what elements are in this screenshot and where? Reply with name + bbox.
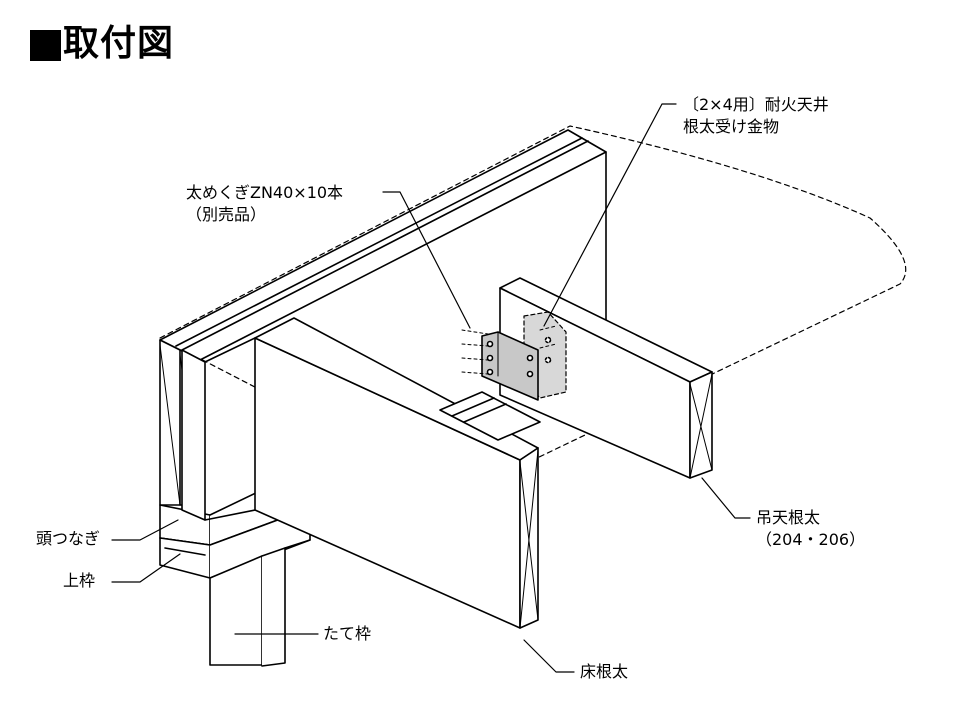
joist-hanger-bracket xyxy=(461,311,567,401)
page-title: 取付図 xyxy=(63,23,175,64)
label-nail-line2: （別売品） xyxy=(186,205,267,224)
blocking xyxy=(439,391,541,441)
title-block: 取付図 xyxy=(30,26,174,62)
label-ceiling-joist-line1: 吊天根太 xyxy=(756,508,821,527)
label-top-tie: 頭つなぎ xyxy=(36,529,101,548)
label-ceiling-joist: 吊天根太 （204・206） xyxy=(756,507,865,551)
label-stud: たて枠 xyxy=(323,624,372,643)
label-ceiling-joist-line2: （204・206） xyxy=(756,530,866,549)
label-floor-joist: 床根太 xyxy=(580,662,629,681)
title-square-icon xyxy=(30,29,61,61)
label-nail: 太めくぎZN40×10本 （別売品） xyxy=(186,182,343,226)
label-hanger: 〔2×4用〕耐火天井 根太受け金物 xyxy=(683,94,829,138)
label-hanger-line1: 〔2×4用〕耐火天井 xyxy=(683,95,829,114)
ceiling-board-outline xyxy=(159,125,907,495)
label-top-plate: 上枠 xyxy=(63,571,96,590)
top-plate-block xyxy=(159,537,211,579)
label-hanger-line2: 根太受け金物 xyxy=(683,117,780,136)
leader-lines xyxy=(111,103,751,673)
label-nail-line1: 太めくぎZN40×10本 xyxy=(186,183,344,202)
